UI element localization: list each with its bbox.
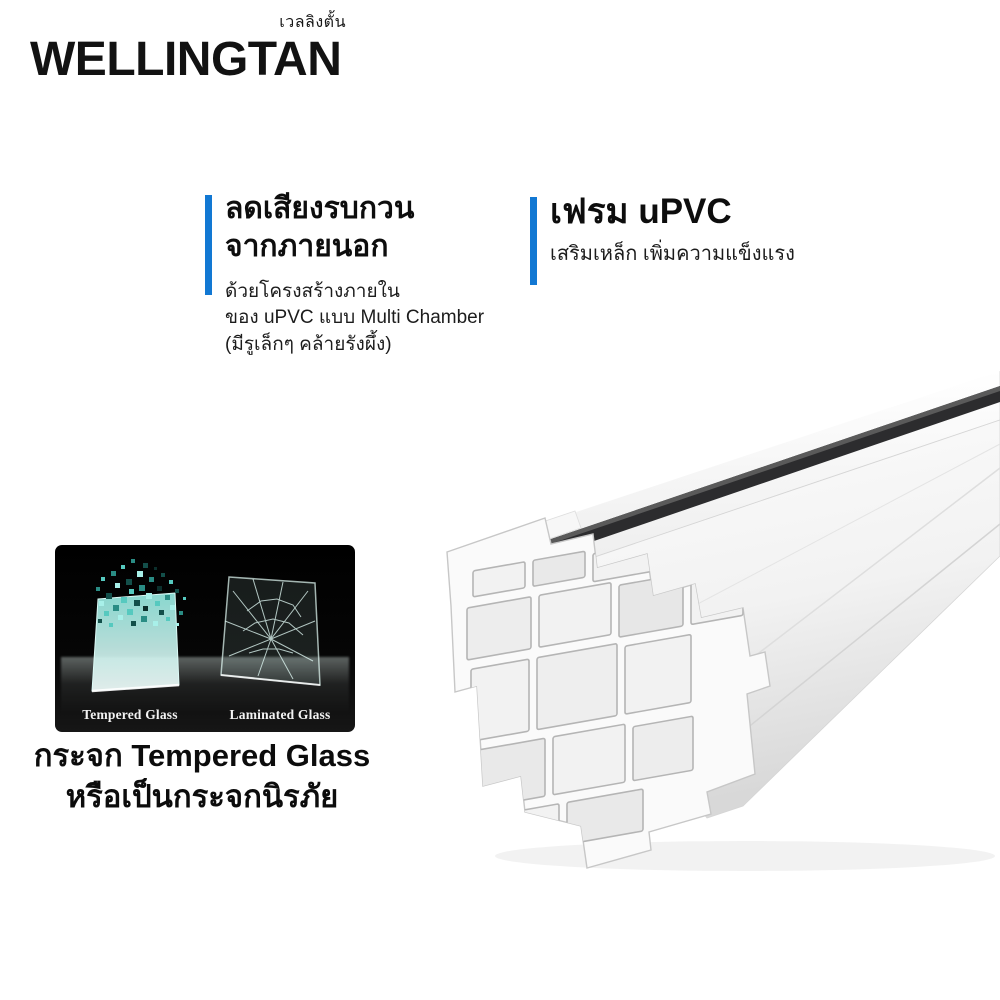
feature-title-line: เฟรม uPVC <box>550 192 732 231</box>
glass-label-tempered: Tempered Glass <box>82 707 178 722</box>
feature-title: ลดเสียงรบกวน จากภายนอก <box>225 190 525 266</box>
glass-label-laminated: Laminated Glass <box>229 707 331 722</box>
glass-caption: กระจก Tempered Glass หรือเป็นกระจกนิรภัย <box>22 736 382 818</box>
feature-upvc-frame: เฟรม uPVC เสริมเหล็ก เพิ่มความแข็งแรง <box>530 192 950 285</box>
brand-name-thai: เวลลิงตั้น <box>279 14 346 31</box>
tempered-glass-pane <box>91 559 186 693</box>
accent-bar <box>530 197 537 285</box>
feature-title: เฟรม uPVC <box>550 192 950 232</box>
feature-body-line: เสริมเหล็ก เพิ่มความแข็งแรง <box>550 243 795 266</box>
glass-caption-line: หรือเป็นกระจกนิรภัย <box>65 778 339 814</box>
feature-body-line: ของ uPVC แบบ Multi Chamber <box>225 307 485 329</box>
feature-body: ด้วยโครงสร้างภายใน ของ uPVC แบบ Multi Ch… <box>225 279 525 358</box>
feature-title-line: จากภายนอก <box>225 230 389 264</box>
feature-body-line: (มีรูเล็กๆ คล้ายรังผึ้ง) <box>225 333 392 355</box>
feature-body-line: ด้วยโครงสร้างภายใน <box>225 281 400 303</box>
feature-body: เสริมเหล็ก เพิ่มความแข็งแรง <box>550 241 950 268</box>
ground-shadow <box>495 841 995 871</box>
crack-lines <box>224 578 316 680</box>
upvc-profile-render <box>425 356 1000 878</box>
feature-title-line: ลดเสียงรบกวน <box>225 192 415 225</box>
glass-caption-line: กระจก Tempered Glass <box>33 738 371 773</box>
brand-name-en: WELLINGTAN <box>30 33 342 86</box>
feature-noise-reduction: ลดเสียงรบกวน จากภายนอก ด้วยโครงสร้างภายใ… <box>205 190 525 358</box>
laminated-glass-pane <box>220 576 321 686</box>
accent-bar <box>205 195 212 295</box>
glass-labels: Tempered Glass Laminated Glass <box>55 707 355 723</box>
glass-comparison-image: Tempered Glass Laminated Glass <box>55 545 355 732</box>
brand-logo: เวลลิงตั้น WELLINGTAN <box>30 10 360 85</box>
pixel-dissolve-cubes <box>96 559 186 627</box>
